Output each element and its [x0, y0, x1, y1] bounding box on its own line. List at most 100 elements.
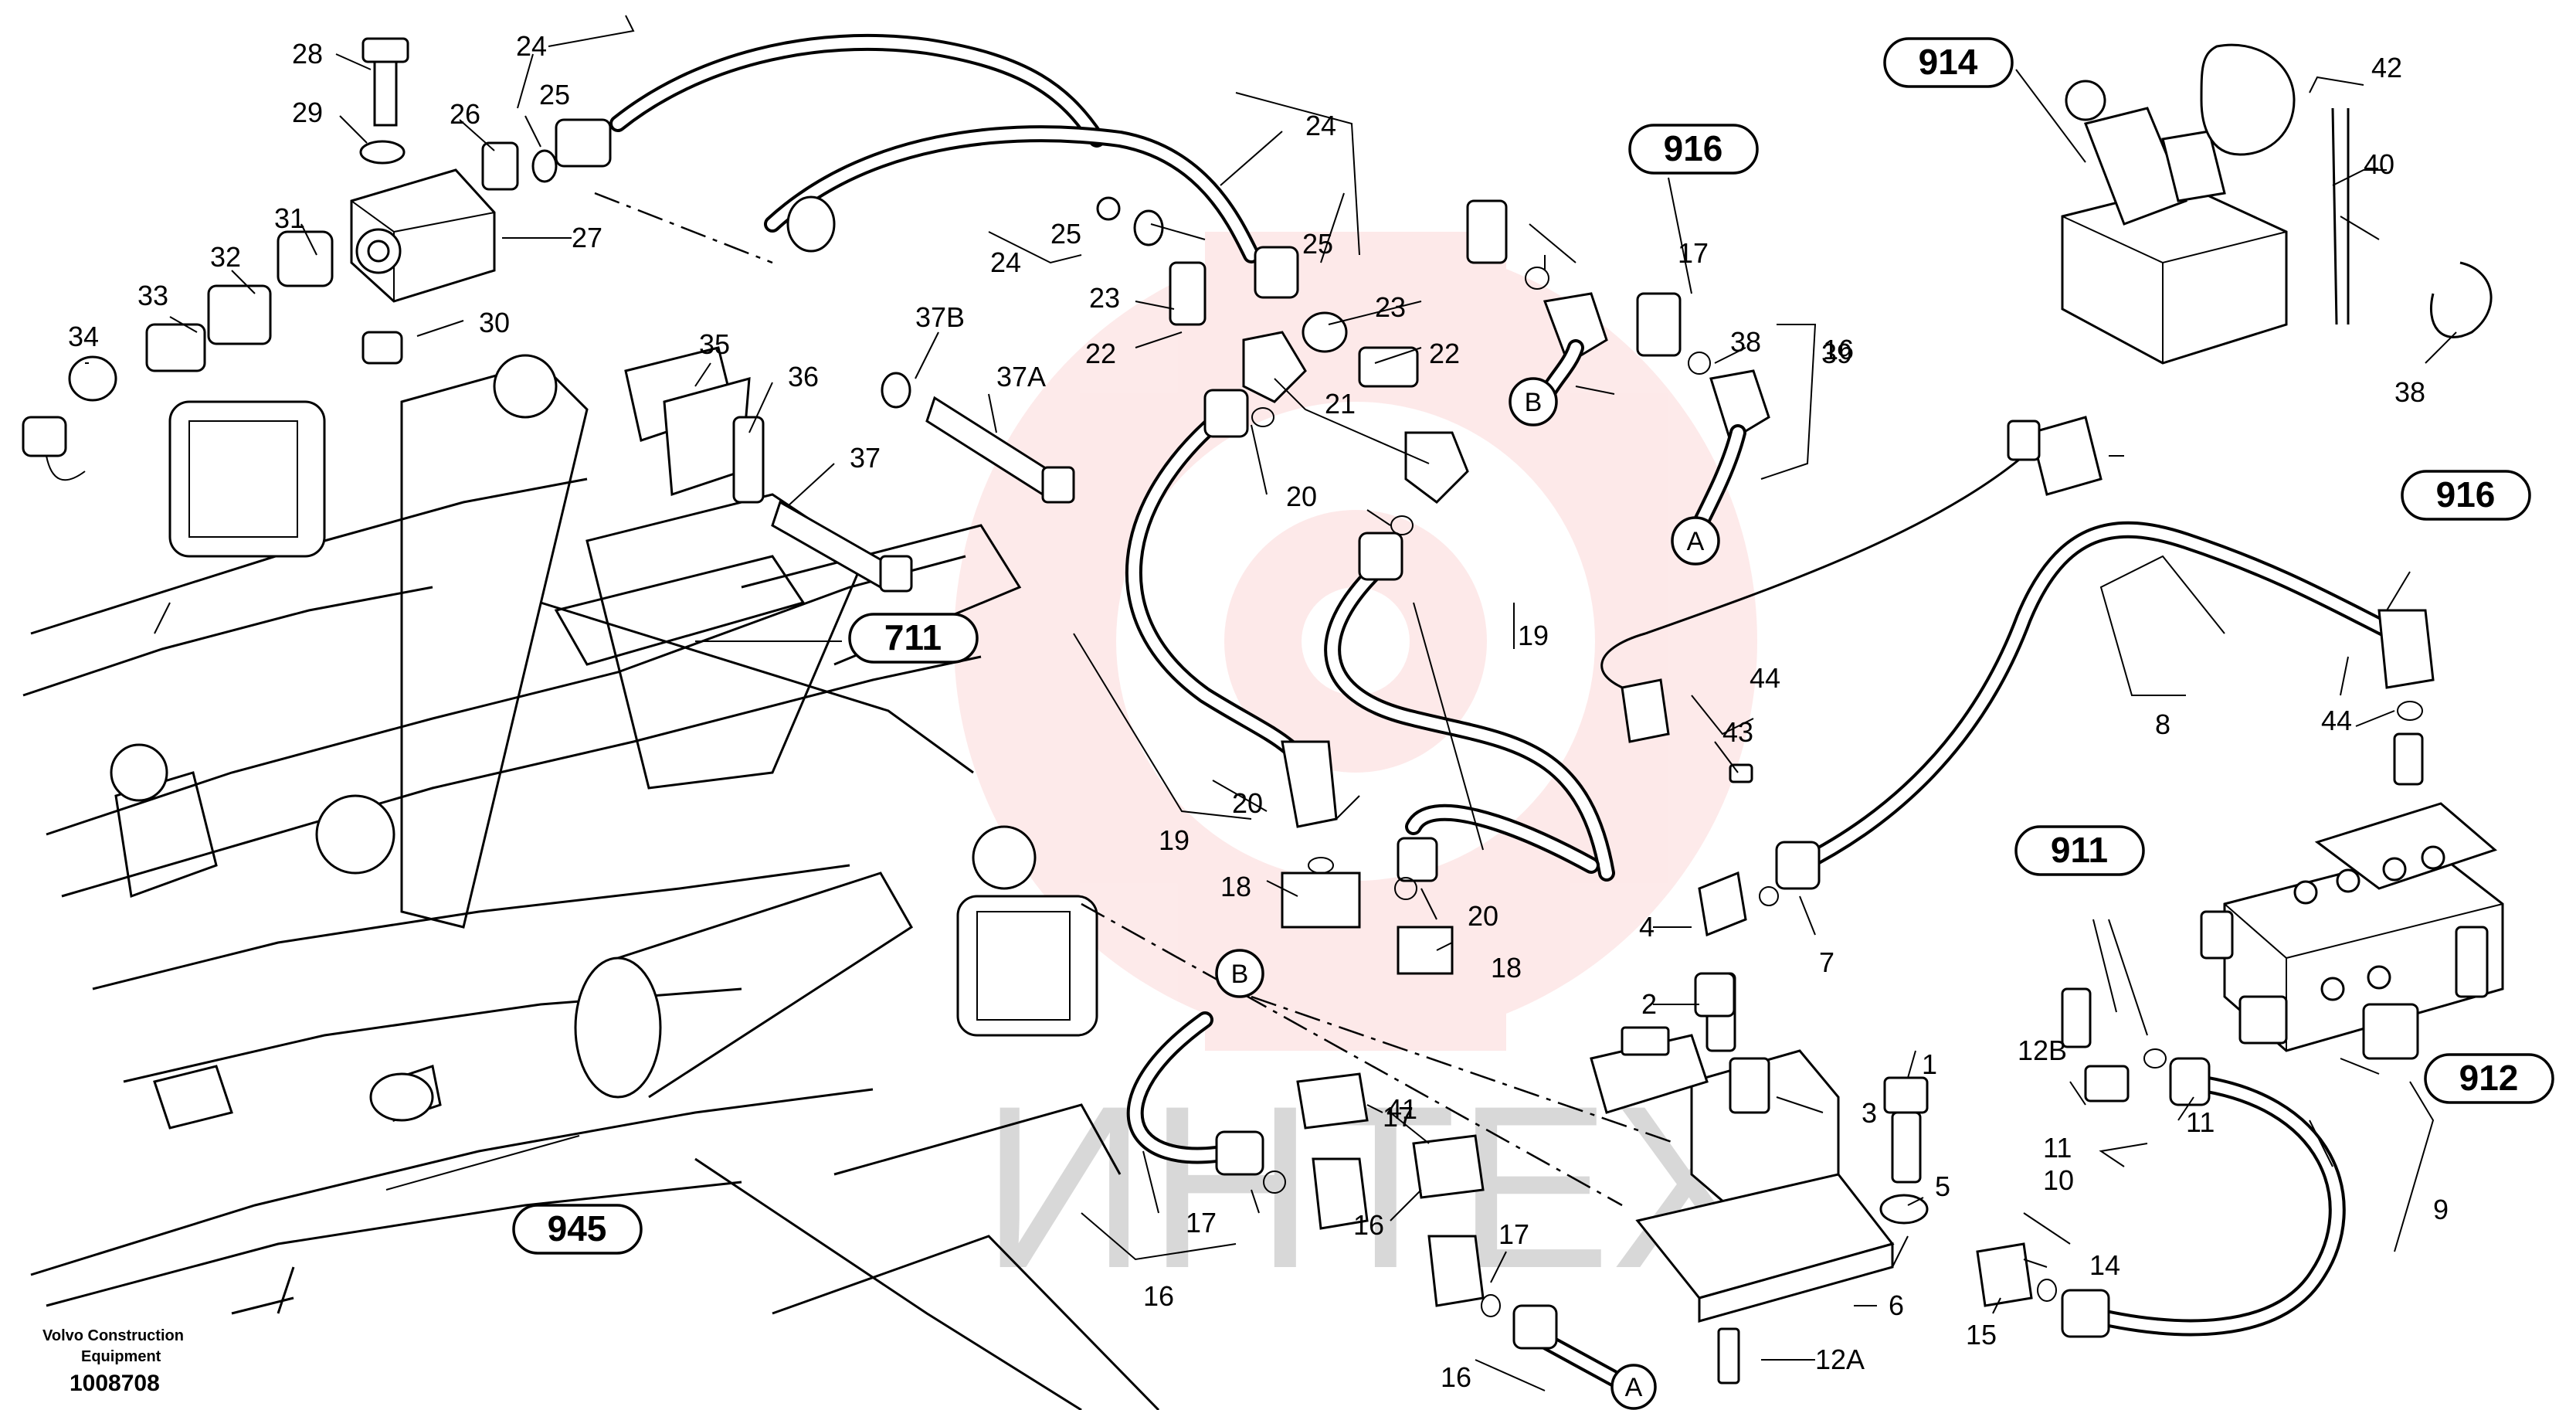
part-label: 33 [137, 280, 168, 311]
connector-A-bottom: A [1610, 1364, 1657, 1410]
coupling-block-group [22, 33, 1105, 481]
part-label: 15 [1966, 1319, 1997, 1351]
connector-B-bottom: B [1215, 949, 1264, 998]
bracket-clamp-group [624, 346, 1075, 593]
joystick-control [2061, 43, 2493, 365]
part-label: 28 [292, 38, 323, 70]
part-label: 44 [1750, 662, 1780, 694]
part-label: 11 [2043, 1132, 2072, 1164]
solenoid-valve-block [1590, 871, 1929, 1385]
ref-box-916-a: 916 [1628, 124, 1759, 175]
ref-box-916-b: 916 [2401, 470, 2531, 521]
part-label: 12B [2018, 1035, 2067, 1066]
part-label: 22 [1429, 338, 1460, 369]
part-label: 38 [2394, 376, 2425, 408]
part-labels: 28 29 26 25 24 27 31 32 33 34 30 35 36 3… [68, 30, 2449, 1393]
part-label: 11 [2186, 1106, 2215, 1138]
right-hoses [1466, 199, 2435, 906]
part-label: 10 [2043, 1164, 2074, 1196]
loader-frame-drawing [22, 354, 1160, 1410]
part-label: 24 [1305, 110, 1336, 141]
part-label: 37 [850, 442, 881, 474]
part-label: 38 [1730, 326, 1761, 358]
part-label: 20 [1286, 481, 1317, 512]
part-label: 18 [1491, 952, 1522, 984]
part-label: 20 [1232, 787, 1263, 819]
part-label: 27 [572, 222, 602, 253]
ref-box-945: 945 [512, 1204, 643, 1255]
svg-text:B: B [1231, 960, 1249, 989]
part-label: 23 [1375, 291, 1406, 323]
part-label: 34 [68, 321, 99, 352]
svg-text:912: 912 [2459, 1058, 2519, 1098]
svg-text:911: 911 [2051, 830, 2108, 870]
part-label: 12A [1815, 1344, 1865, 1375]
watermark-logo [954, 232, 1757, 1051]
leader-lines [85, 15, 2457, 1391]
part-label: 17 [1186, 1207, 1217, 1238]
part-label: 16 [1823, 334, 1854, 365]
part-label: 37B [915, 301, 965, 333]
connector-B-top: B [1509, 377, 1558, 426]
footer-line-2: Equipment [81, 1348, 161, 1365]
part-label: 8 [2155, 708, 2170, 740]
part-label: 24 [516, 30, 547, 62]
ref-box-914: 914 [1883, 37, 2014, 88]
part-label: 30 [479, 307, 510, 338]
svg-text:914: 914 [1919, 42, 1978, 82]
part-label: 5 [1935, 1170, 1950, 1202]
part-label: 23 [1089, 282, 1120, 314]
part-label: 17 [1383, 1101, 1414, 1133]
part-label: 40 [2364, 148, 2394, 180]
part-label: 1 [1922, 1048, 1937, 1080]
svg-text:945: 945 [548, 1208, 607, 1249]
part-label: 24 [990, 246, 1021, 278]
part-label: 16 [1353, 1209, 1384, 1241]
svg-text:A: A [1625, 1373, 1643, 1402]
part-label: 44 [2321, 705, 2352, 736]
main-control-valve [1976, 802, 2504, 1338]
footer-line-1: Volvo Construction [42, 1327, 184, 1344]
part-label: 3 [1862, 1097, 1877, 1129]
ref-box-912: 912 [2424, 1053, 2554, 1104]
footer-code: 1008708 [70, 1371, 160, 1396]
part-label: 43 [1722, 716, 1753, 748]
svg-text:916: 916 [2436, 474, 2496, 515]
part-label: 14 [2089, 1249, 2120, 1281]
connector-A-top: A [1671, 516, 1720, 566]
part-label: 26 [450, 98, 480, 130]
part-label: 6 [1889, 1289, 1904, 1321]
part-label: 25 [539, 79, 570, 110]
part-label: 7 [1819, 946, 1834, 978]
part-label: 37A [996, 361, 1046, 392]
part-label: 19 [1518, 620, 1549, 651]
part-label: 18 [1220, 871, 1251, 902]
part-label: 31 [274, 202, 305, 234]
part-label: 16 [1143, 1280, 1174, 1312]
part-label: 29 [292, 97, 323, 128]
ref-box-711: 711 [848, 613, 979, 664]
part-label: 2 [1641, 988, 1657, 1020]
svg-text:B: B [1525, 388, 1543, 417]
part-label: 21 [1325, 388, 1356, 420]
part-label: 39 [1821, 338, 1852, 369]
part-label: 17 [1498, 1218, 1529, 1250]
ref-box-911: 911 [2014, 825, 2145, 876]
part-label: 42 [2371, 52, 2402, 83]
part-label: 17 [1678, 237, 1709, 269]
part-label: 4 [1639, 911, 1655, 943]
part-label: 41 [1386, 1093, 1417, 1125]
svg-text:916: 916 [1664, 128, 1723, 168]
svg-text:711: 711 [884, 617, 942, 657]
part-label: 36 [788, 361, 819, 392]
part-label: 19 [1159, 824, 1190, 856]
part-label: 32 [210, 241, 241, 273]
part-label: 22 [1085, 338, 1116, 369]
svg-text:A: A [1687, 527, 1705, 556]
part-label: 25 [1302, 228, 1333, 260]
center-hoses [764, 125, 1677, 1391]
part-label: 25 [1050, 218, 1081, 250]
part-label: 9 [2433, 1194, 2449, 1225]
part-label: 20 [1468, 900, 1498, 932]
